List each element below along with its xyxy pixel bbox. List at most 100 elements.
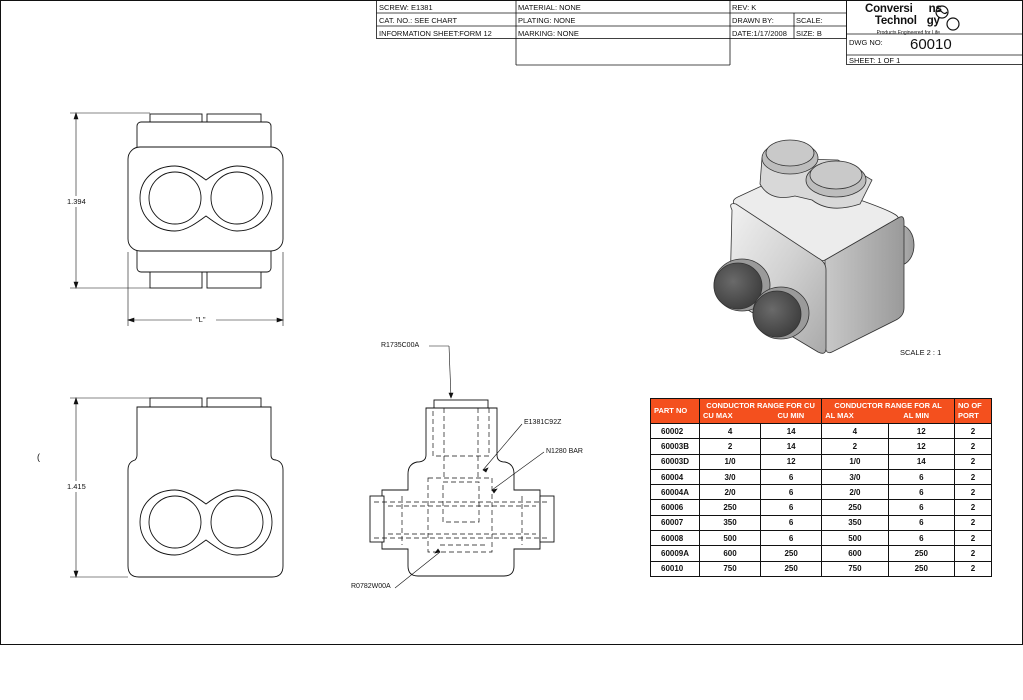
cell-cu-min: 250 — [760, 545, 823, 562]
cell-al-max: 1/0 — [821, 453, 889, 470]
tb-info-sheet: INFORMATION SHEET:FORM 12 — [379, 29, 492, 38]
cell-al-max: 2/0 — [821, 484, 889, 501]
cell-cu-max: 2 — [698, 438, 762, 455]
callout-r1735c00a: R1735C00A — [381, 342, 420, 349]
cell-cu-min: 14 — [760, 438, 823, 455]
tb-sheet: SHEET: 1 OF 1 — [849, 56, 901, 65]
header-cu-title: CONDUCTOR RANGE FOR CU — [706, 401, 815, 410]
cell-cu-max: 3/0 — [698, 468, 762, 486]
dim-height-top: 1.394 — [67, 197, 86, 206]
cell-ports: 2 — [954, 468, 992, 486]
tb-dwg-no-label: DWG NO: — [849, 38, 883, 47]
cell-al-max: 250 — [821, 499, 889, 516]
cell-part-no: 60004 — [650, 468, 700, 486]
cell-ports: 2 — [954, 438, 992, 455]
company-logo: Conversi ns Technol gy Products Engineered… — [865, 3, 942, 39]
cell-al-min: 6 — [887, 514, 956, 532]
tb-rev: REV: K — [732, 3, 757, 12]
header-al-max: AL MAX — [825, 411, 854, 420]
cell-ports: 2 — [954, 560, 992, 577]
logo-swirl-icon — [935, 5, 960, 31]
isometric-view — [713, 139, 915, 354]
table-header-row: PART NO CONDUCTOR RANGE FOR CU CU MAX CU … — [650, 398, 992, 424]
tb-material: MATERIAL: NONE — [518, 3, 581, 12]
tb-scale: SCALE: — [796, 16, 823, 25]
header-al: CONDUCTOR RANGE FOR AL AL MAX AL MIN — [821, 398, 955, 424]
cell-cu-max: 750 — [698, 560, 762, 577]
tb-marking: MARKING: NONE — [518, 29, 579, 38]
tb-screw: SCREW: E1381 — [379, 3, 433, 12]
cell-al-min: 6 — [887, 484, 956, 501]
cell-al-max: 4 — [821, 422, 889, 440]
header-cu: CONDUCTOR RANGE FOR CU CU MAX CU MIN — [698, 398, 823, 424]
header-cu-min: CU MIN — [777, 411, 805, 420]
cell-cu-max: 600 — [698, 545, 762, 562]
callout-r0782w00a: R0782W00A — [351, 583, 391, 590]
logo-line1b: ns — [928, 3, 942, 15]
cell-al-min: 12 — [887, 438, 956, 455]
front-dimension-lines — [70, 397, 150, 578]
cell-cu-min: 250 — [760, 560, 823, 577]
header-no-of-port: NO OF PORT — [954, 398, 992, 424]
cell-cu-min: 14 — [760, 422, 823, 440]
cell-al-min: 6 — [887, 499, 956, 516]
cell-part-no: 60009A — [650, 545, 700, 562]
cell-cu-min: 6 — [760, 499, 823, 516]
header-cu-max: CU MAX — [703, 411, 733, 420]
logo-line1: Conversi — [865, 3, 913, 15]
cell-ports: 2 — [954, 530, 992, 547]
header-al-min: AL MIN — [903, 411, 929, 420]
logo-tagline: Products Engineered for Life — [876, 30, 941, 36]
title-block — [376, 0, 1023, 66]
top-dimension-lines — [70, 112, 284, 326]
cell-al-min: 250 — [887, 545, 956, 562]
cell-al-max: 600 — [821, 545, 889, 562]
cell-cu-min: 12 — [760, 453, 823, 470]
cell-al-max: 3/0 — [821, 468, 889, 486]
tb-date: DATE:1/17/2008 — [732, 29, 787, 38]
tb-dwg-no: 60010 — [910, 36, 952, 53]
cell-cu-min: 6 — [760, 484, 823, 501]
cell-part-no: 60003D — [650, 453, 700, 470]
logo-line2: Technol — [874, 15, 917, 27]
cell-part-no: 60002 — [650, 422, 700, 440]
cell-cu-max: 500 — [698, 530, 762, 547]
logo-line2b: gy — [926, 15, 940, 27]
callout-leaders — [394, 345, 545, 589]
cell-al-min: 14 — [887, 453, 956, 470]
cell-al-min: 6 — [887, 530, 956, 547]
cell-part-no: 60008 — [650, 530, 700, 547]
cell-al-max: 500 — [821, 530, 889, 547]
cell-ports: 2 — [954, 422, 992, 440]
tb-cat-no: CAT. NO.: SEE CHART — [379, 16, 458, 25]
cell-cu-max: 250 — [698, 499, 762, 516]
cell-ports: 2 — [954, 453, 992, 470]
header-al-title: CONDUCTOR RANGE FOR AL — [834, 401, 942, 410]
section-view — [369, 399, 555, 577]
cell-part-no: 60004A — [650, 484, 700, 501]
cell-part-no: 60010 — [650, 560, 700, 577]
cell-al-min: 250 — [887, 560, 956, 577]
cell-part-no: 60006 — [650, 499, 700, 516]
tb-size: SIZE: B — [796, 29, 822, 38]
cell-al-min: 12 — [887, 422, 956, 440]
scale-note: SCALE 2 : 1 — [900, 348, 942, 357]
tb-plating: PLATING: NONE — [518, 16, 576, 25]
cell-ports: 2 — [954, 545, 992, 562]
callout-e1381c92z: E1381C92Z — [524, 419, 562, 426]
conductor-range-table: PART NO CONDUCTOR RANGE FOR CU CU MAX CU … — [650, 398, 992, 577]
front-view — [127, 397, 284, 578]
cell-cu-min: 6 — [760, 514, 823, 532]
cell-cu-max: 350 — [698, 514, 762, 532]
header-part-no: PART NO — [650, 398, 700, 424]
